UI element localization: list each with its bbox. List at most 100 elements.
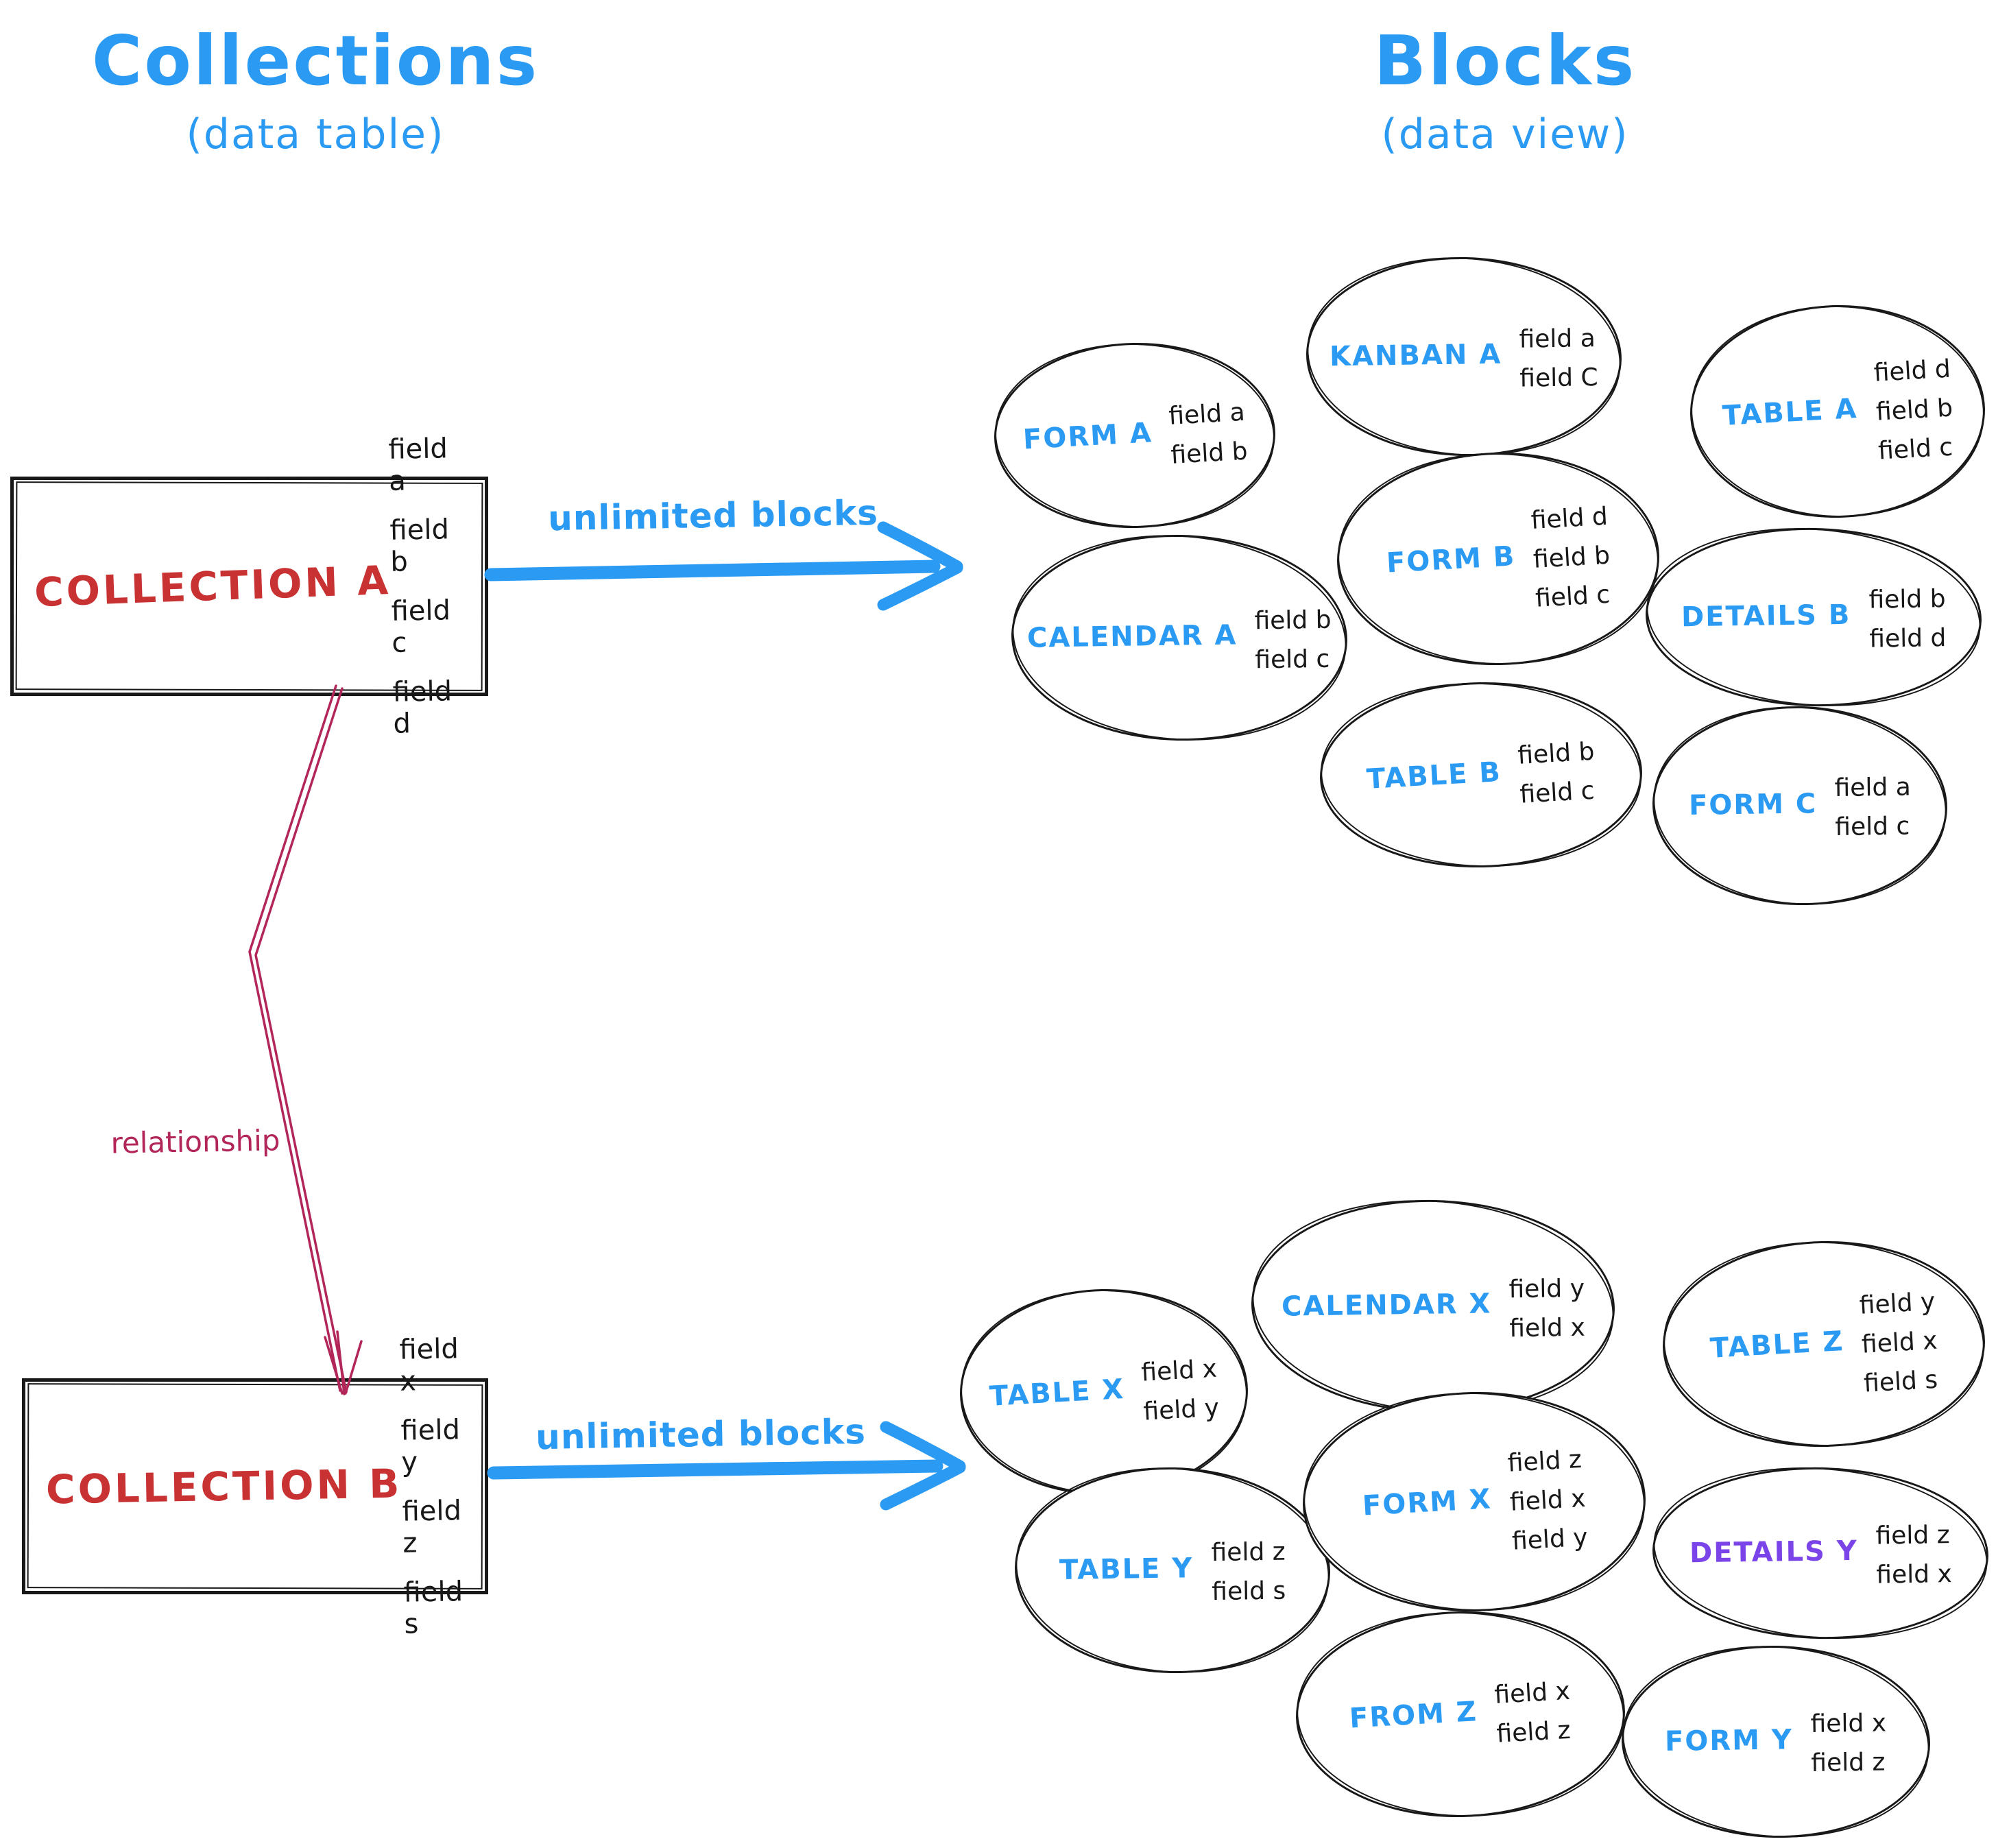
block-field: field C — [1519, 363, 1599, 393]
block-form-a-fields: field a field b — [1168, 398, 1249, 470]
block-details-b-label: DETAILS B — [1681, 599, 1851, 634]
block-table-z-label: TABLE Z — [1709, 1325, 1845, 1365]
block-field: field s — [1211, 1576, 1286, 1607]
block-form-c-label: FORM C — [1688, 788, 1818, 821]
block-field: field s — [1863, 1365, 1939, 1398]
block-from-z: FROM Z field x field z — [1293, 1608, 1628, 1821]
block-table-a-fields: field d field b field c — [1873, 355, 1955, 465]
block-field: field c — [1255, 645, 1330, 675]
collection-a-field: field d — [392, 675, 453, 740]
block-field: field z — [1495, 1716, 1572, 1749]
block-field: field x — [1140, 1354, 1218, 1387]
block-field: field x — [1509, 1313, 1586, 1343]
block-field: field z — [1210, 1537, 1286, 1568]
block-field: field c — [1519, 776, 1596, 809]
block-table-b-label: TABLE B — [1365, 756, 1502, 795]
blocks-title: Blocks — [1373, 21, 1637, 101]
collection-a-name: COLLECTION A — [33, 556, 392, 616]
block-field: field d — [1530, 502, 1609, 535]
block-field: field z — [1811, 1748, 1886, 1777]
block-field: field b — [1517, 737, 1596, 770]
block-table-y-label: TABLE Y — [1059, 1552, 1194, 1586]
block-form-y-fields: field x field z — [1810, 1709, 1887, 1777]
block-form-b: FORM B field d field b field c — [1334, 449, 1662, 669]
block-table-z: TABLE Z field y field x field s — [1660, 1238, 1988, 1450]
block-field: field a — [1834, 773, 1912, 803]
block-field: field z — [1506, 1445, 1583, 1478]
block-details-b: DETAILS B field b field d — [1644, 524, 1984, 710]
block-kanban-a: KANBAN A field a field C — [1304, 254, 1624, 459]
block-field: field y — [1142, 1393, 1220, 1426]
block-calendar-a: CALENDAR A field b field c — [1009, 531, 1350, 745]
block-field: field x — [1493, 1677, 1572, 1709]
block-form-x: FORM X field z field x field y — [1300, 1388, 1648, 1616]
block-details-b-fields: field b field d — [1868, 585, 1946, 653]
block-field: field b — [1170, 437, 1249, 470]
block-form-x-label: FORM X — [1362, 1483, 1493, 1522]
block-kanban-a-fields: field a field C — [1519, 324, 1599, 393]
block-form-c: FORM C field a field c — [1650, 703, 1949, 909]
relationship-label: relationship — [110, 1123, 280, 1160]
block-form-a: FORM A field a field b — [992, 339, 1277, 531]
unlimited-blocks-label-b: unlimited blocks — [535, 1411, 867, 1458]
block-field: field b — [1875, 394, 1953, 427]
collection-b-box: COLLECTION B field x field y field z fie… — [22, 1333, 488, 1640]
arrow-unlimited-blocks-a — [484, 521, 963, 611]
block-field: field a — [1168, 398, 1247, 431]
block-table-x-label: TABLE X — [989, 1373, 1126, 1413]
block-kanban-a-label: KANBAN A — [1329, 338, 1502, 373]
collection-a-fields: field a field b field c field d — [388, 433, 459, 740]
collection-b-field: field z — [402, 1494, 462, 1559]
block-form-c-fields: field a field c — [1834, 773, 1912, 841]
block-field: field x — [1509, 1484, 1587, 1517]
block-table-y-fields: field z field s — [1211, 1538, 1286, 1606]
block-details-y-label: DETAILS Y — [1689, 1535, 1858, 1570]
block-table-z-fields: field y field x field s — [1859, 1287, 1940, 1397]
unlimited-blocks-label-a: unlimited blocks — [547, 492, 879, 539]
block-form-b-label: FORM B — [1385, 540, 1517, 579]
block-field: field c — [1877, 433, 1953, 466]
block-from-z-label: FROM Z — [1349, 1696, 1479, 1735]
block-table-y: TABLE Y field z field s — [1012, 1464, 1333, 1677]
collection-a-field: field c — [391, 595, 451, 659]
block-calendar-a-fields: field b field c — [1255, 606, 1332, 675]
block-field: field d — [1868, 624, 1947, 653]
block-form-b-fields: field d field b field c — [1530, 502, 1613, 612]
collection-b-fields: field x field y field z field s — [399, 1333, 464, 1640]
block-calendar-x-label: CALENDAR X — [1281, 1288, 1492, 1323]
block-field: field x — [1875, 1560, 1952, 1589]
block-form-y: FORM Y field x field z — [1620, 1642, 1932, 1841]
collection-a-field: field b — [389, 514, 450, 578]
block-details-y-fields: field z field x — [1875, 1521, 1952, 1589]
relationship-line — [248, 684, 363, 1395]
block-field: field y — [1508, 1274, 1585, 1304]
block-calendar-x-fields: field y field x — [1508, 1275, 1585, 1343]
collection-b-field: field s — [403, 1575, 464, 1640]
collections-subtitle: (data table) — [186, 110, 445, 158]
block-table-a-label: TABLE A — [1722, 392, 1859, 432]
block-form-a-label: FORM A — [1022, 417, 1153, 456]
blocks-title-block: Blocks (data view) — [1279, 21, 1731, 158]
block-calendar-a-label: CALENDAR A — [1026, 619, 1238, 654]
block-details-y: DETAILS Y field z field x — [1650, 1463, 1990, 1643]
block-field: field b — [1868, 585, 1946, 614]
block-field: field c — [1835, 812, 1910, 842]
block-from-z-fields: field x field z — [1494, 1677, 1574, 1749]
block-field: field a — [1519, 324, 1596, 354]
block-field: field c — [1535, 580, 1611, 613]
collection-b-field: field y — [400, 1413, 461, 1478]
block-form-x-fields: field z field x field y — [1507, 1445, 1589, 1555]
block-field: field y — [1859, 1287, 1936, 1320]
collections-title-block: Collections (data table) — [89, 21, 542, 158]
block-table-x: TABLE X field x field y — [957, 1286, 1251, 1498]
collection-b-name: COLLECTION B — [45, 1459, 402, 1513]
collections-title: Collections — [91, 21, 540, 101]
block-field: field b — [1254, 605, 1332, 636]
block-calendar-x: CALENDAR X field y field x — [1249, 1196, 1617, 1417]
block-field: field d — [1873, 355, 1951, 387]
blocks-subtitle: (data view) — [1381, 110, 1629, 158]
block-field: field x — [1861, 1326, 1938, 1359]
collection-b-field: field x — [399, 1332, 459, 1397]
block-field: field y — [1511, 1523, 1589, 1556]
collection-a-field: field a — [388, 433, 448, 497]
